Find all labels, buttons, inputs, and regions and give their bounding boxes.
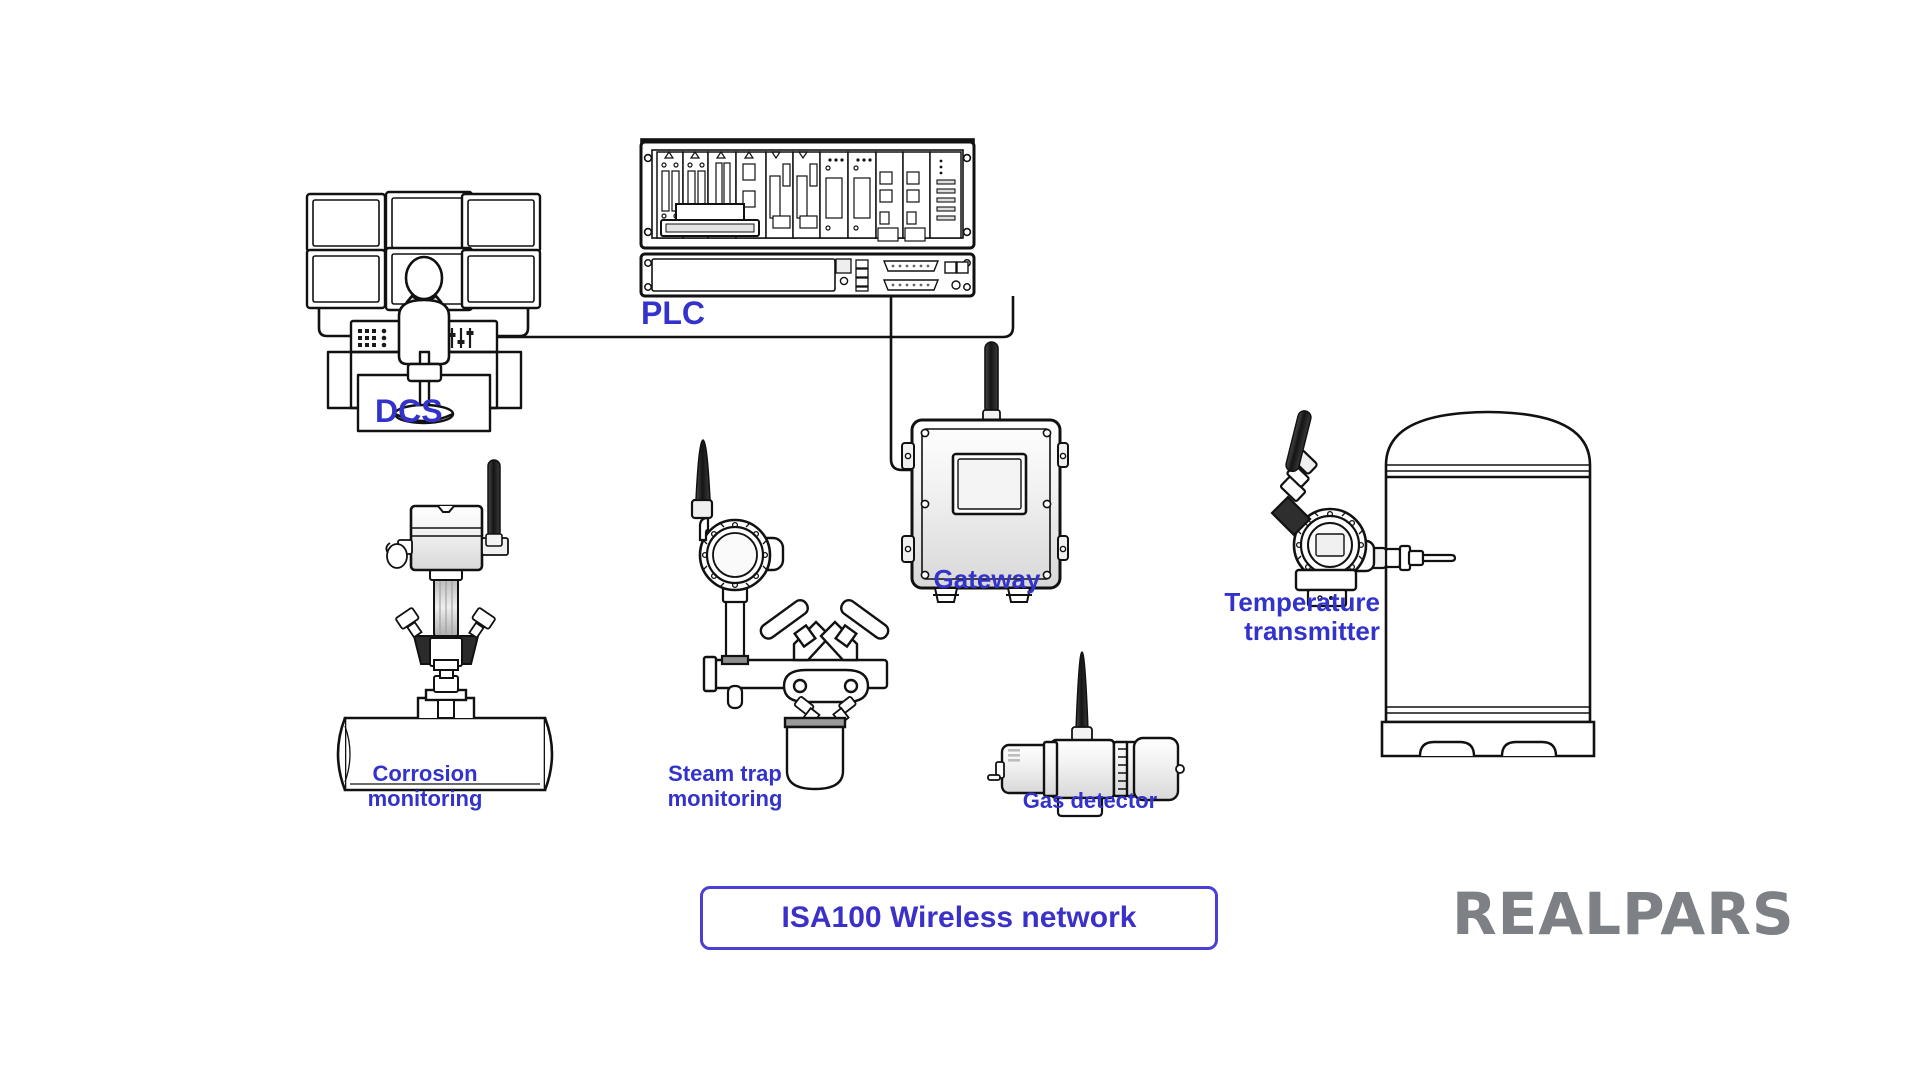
isa100-network-callout: ISA100 Wireless network bbox=[700, 886, 1218, 950]
dcs-operator-console bbox=[305, 190, 542, 433]
wireless-gateway bbox=[901, 341, 1069, 603]
gas-antenna-icon bbox=[1071, 651, 1093, 742]
cable-dcs-to-plc bbox=[467, 296, 1015, 339]
gateway-antenna-icon bbox=[982, 341, 1001, 425]
label-gateway: Gateway bbox=[933, 564, 1041, 594]
valve-handle-left bbox=[395, 607, 423, 639]
temp-transmitter-head bbox=[1292, 507, 1376, 608]
steam-antenna-icon bbox=[695, 439, 711, 501]
steam-trap-monitoring-transmitter bbox=[690, 439, 890, 791]
process-pipe bbox=[336, 716, 554, 792]
corrosion-antenna-icon bbox=[485, 459, 503, 547]
plc-rack bbox=[639, 138, 976, 298]
realpars-logo: REALPARS bbox=[1452, 880, 1795, 948]
operator-figure bbox=[397, 255, 451, 366]
label-dcs: DCS bbox=[375, 393, 443, 429]
temperature-transmitter bbox=[1270, 410, 1457, 608]
steam-transmitter-head bbox=[698, 518, 785, 604]
keypad-icon bbox=[358, 328, 387, 348]
label-plc: PLC bbox=[641, 295, 705, 331]
label-gas-detector: Gas detector bbox=[1022, 788, 1158, 813]
tank bbox=[1380, 410, 1596, 758]
label-temperature-transmitter: Temperature transmitter bbox=[1224, 587, 1380, 647]
cable-plc-to-gateway bbox=[889, 296, 920, 472]
isa100-network-callout-text: ISA100 Wireless network bbox=[781, 901, 1137, 934]
label-corrosion-monitoring: Corrosion monitoring bbox=[367, 761, 483, 811]
gas-detector bbox=[987, 651, 1185, 818]
fader-icon bbox=[448, 328, 474, 348]
valve-handle-right bbox=[468, 607, 496, 640]
temp-antenna-icon bbox=[1285, 410, 1312, 473]
label-steam-trap-monitoring: Steam trap monitoring bbox=[667, 761, 783, 811]
corrosion-monitoring-transmitter bbox=[336, 459, 554, 792]
